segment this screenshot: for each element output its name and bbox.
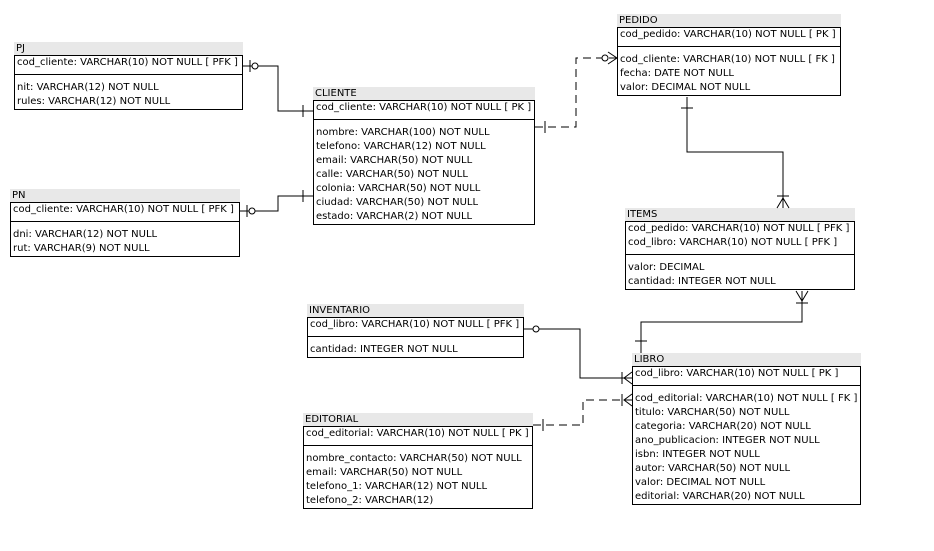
attribute: cantidad: INTEGER NOT NULL — [628, 276, 776, 287]
attribute: titulo: VARCHAR(50) NOT NULL — [635, 407, 790, 418]
rel-cliente-pedido-crow — [607, 51, 618, 65]
attribute: cod_editorial: VARCHAR(10) NOT NULL [ FK… — [635, 393, 858, 404]
attribute: rut: VARCHAR(9) NOT NULL — [13, 243, 150, 254]
entity-title: INVENTARIO — [307, 304, 524, 317]
rel-libro-inventario-crow — [623, 371, 633, 385]
attribute: estado: VARCHAR(2) NOT NULL — [316, 211, 473, 222]
entity-title: PN — [10, 189, 240, 202]
attribute-list: cod_cliente: VARCHAR(10) NOT NULL [ FK ]… — [618, 46, 840, 95]
rel-cliente-pj-optional-mark — [251, 62, 259, 70]
rel-editorial-libro-crow — [623, 393, 633, 407]
rel-pedido-items — [686, 97, 784, 208]
entity-pn[interactable]: PN cod_cliente: VARCHAR(10) NOT NULL [ PF… — [10, 189, 240, 257]
attribute: valor: DECIMAL NOT NULL — [635, 477, 766, 488]
entity-pj[interactable]: PJ cod_cliente: VARCHAR(10) NOT NULL [ PF… — [14, 42, 243, 110]
attribute: telefono_2: VARCHAR(12) — [306, 495, 434, 506]
attribute: valor: DECIMAL — [628, 262, 705, 273]
entity-title: LIBRO — [632, 353, 861, 366]
key-attribute: cod_libro: VARCHAR(10) NOT NULL [ PFK ] — [310, 319, 520, 330]
entity-title: PJ — [14, 42, 243, 55]
attribute: telefono: VARCHAR(12) NOT NULL — [316, 141, 486, 152]
entity-box: cod_pedido: VARCHAR(10) NOT NULL [ PK ] c… — [617, 27, 841, 96]
key-attribute: cod_cliente: VARCHAR(10) NOT NULL [ PK ] — [316, 102, 532, 113]
attribute: telefono_1: VARCHAR(12) NOT NULL — [306, 481, 488, 492]
entity-box: cod_pedido: VARCHAR(10) NOT NULL [ PFK ]… — [625, 221, 855, 290]
attribute-list: dni: VARCHAR(12) NOT NULL rut: VARCHAR(9)… — [11, 221, 239, 256]
entity-box: cod_libro: VARCHAR(10) NOT NULL [ PFK ] c… — [307, 317, 524, 358]
entity-title: PEDIDO — [617, 14, 841, 27]
rel-cliente-pedido-optional-mark — [601, 54, 609, 62]
rel-cliente-pn-optional-mark — [248, 207, 256, 215]
rel-libro-items-crow — [795, 290, 809, 302]
key-attribute: cod_pedido: VARCHAR(10) NOT NULL [ PK ] — [620, 29, 836, 40]
entity-box: cod_cliente: VARCHAR(10) NOT NULL [ PFK … — [14, 55, 243, 110]
key-attribute: cod_cliente: VARCHAR(10) NOT NULL [ PFK … — [13, 204, 234, 215]
attribute-list: nombre_contacto: VARCHAR(50) NOT NULL ema… — [304, 445, 532, 508]
attribute: rules: VARCHAR(12) NOT NULL — [17, 96, 171, 107]
rel-editorial-libro — [533, 399, 632, 426]
rel-libro-items — [640, 291, 803, 353]
key-attribute: cod_pedido: VARCHAR(10) NOT NULL [ PFK ] — [628, 223, 850, 234]
attribute: ano_publicacion: INTEGER NOT NULL — [635, 435, 820, 446]
key-attribute: cod_libro: VARCHAR(10) NOT NULL [ PFK ] — [628, 237, 838, 248]
attribute: email: VARCHAR(50) NOT NULL — [306, 467, 463, 478]
attribute: nombre: VARCHAR(100) NOT NULL — [316, 127, 490, 138]
key-attribute: cod_editorial: VARCHAR(10) NOT NULL [ PK… — [306, 428, 529, 439]
rel-cliente-pn — [240, 195, 313, 212]
attribute: dni: VARCHAR(12) NOT NULL — [13, 229, 158, 240]
attribute: email: VARCHAR(50) NOT NULL — [316, 155, 473, 166]
attribute-list: nombre: VARCHAR(100) NOT NULL telefono: V… — [314, 119, 534, 224]
attribute-list: valor: DECIMAL cantidad: INTEGER NOT NULL — [626, 254, 854, 289]
rel-cliente-pj — [243, 65, 313, 112]
attribute: nit: VARCHAR(12) NOT NULL — [17, 82, 159, 93]
attribute: ciudad: VARCHAR(50) NOT NULL — [316, 197, 479, 208]
attribute: cantidad: INTEGER NOT NULL — [310, 344, 458, 355]
attribute: nombre_contacto: VARCHAR(50) NOT NULL — [306, 453, 522, 464]
attribute: valor: DECIMAL NOT NULL — [620, 82, 751, 93]
key-attribute: cod_libro: VARCHAR(10) NOT NULL [ PK ] — [635, 368, 839, 379]
entity-box: cod_libro: VARCHAR(10) NOT NULL [ PK ] co… — [632, 366, 861, 505]
entity-box: cod_editorial: VARCHAR(10) NOT NULL [ PK… — [303, 426, 533, 509]
rel-cliente-pedido — [535, 57, 617, 128]
attribute: cod_cliente: VARCHAR(10) NOT NULL [ FK ] — [620, 54, 835, 65]
key-attribute: cod_cliente: VARCHAR(10) NOT NULL [ PFK … — [17, 57, 238, 68]
entity-box: cod_cliente: VARCHAR(10) NOT NULL [ PK ]… — [313, 100, 535, 225]
attribute-list: cod_editorial: VARCHAR(10) NOT NULL [ FK… — [633, 385, 860, 504]
attribute: colonia: VARCHAR(50) NOT NULL — [316, 183, 481, 194]
entity-title: ITEMS — [625, 208, 855, 221]
entity-title: CLIENTE — [313, 87, 535, 100]
attribute: autor: VARCHAR(50) NOT NULL — [635, 463, 791, 474]
entity-title: EDITORIAL — [303, 413, 533, 426]
entity-editorial[interactable]: EDITORIAL cod_editorial: VARCHAR(10) NOT … — [303, 413, 533, 509]
rel-libro-inventario-optional-mark — [532, 325, 540, 333]
rel-pedido-items-crow — [776, 197, 790, 209]
attribute: categoria: VARCHAR(20) NOT NULL — [635, 421, 811, 432]
attribute-list: nit: VARCHAR(12) NOT NULL rules: VARCHAR(… — [15, 74, 242, 109]
attribute: calle: VARCHAR(50) NOT NULL — [316, 169, 468, 180]
rel-libro-inventario — [524, 328, 632, 379]
attribute-list: cantidad: INTEGER NOT NULL — [308, 336, 523, 357]
attribute: isbn: INTEGER NOT NULL — [635, 449, 760, 460]
attribute: fecha: DATE NOT NULL — [620, 68, 734, 79]
entity-box: cod_cliente: VARCHAR(10) NOT NULL [ PFK … — [10, 202, 240, 257]
attribute: editorial: VARCHAR(20) NOT NULL — [635, 491, 805, 502]
